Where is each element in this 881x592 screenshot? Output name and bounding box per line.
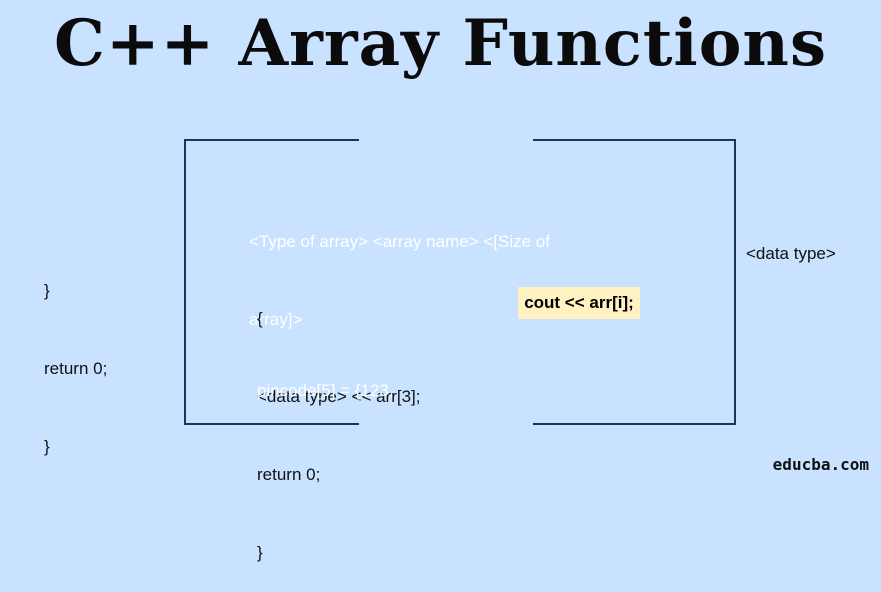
pincode-line: pincode[5] = {123, — [257, 381, 394, 400]
highlighted-code: cout << arr[i]; — [518, 287, 640, 319]
code-line: <data type> << arr[3]; — [257, 387, 421, 406]
code-line: } — [44, 281, 50, 300]
right-label: <data type> — [746, 244, 836, 263]
array-syntax: <Type of array> <array name> <[Size of a… — [249, 177, 550, 359]
frame-bottom-right — [533, 423, 736, 425]
left-code-snippet: } return 0; } — [44, 226, 107, 486]
frame-top-right — [533, 139, 736, 141]
page-title: C++ Array Functions — [54, 6, 827, 81]
frame-right-edge — [734, 139, 736, 425]
brand-watermark: educba.com — [772, 455, 869, 474]
code-line: return 0; — [44, 359, 108, 378]
frame-left-edge — [184, 139, 186, 425]
code-line: { — [257, 309, 263, 328]
syntax-line: <Type of array> <array name> <[Size of — [249, 232, 550, 251]
frame-top-left — [184, 139, 359, 141]
code-line: } — [257, 543, 263, 562]
code-line: } — [44, 437, 50, 456]
syntax-line: array]> — [249, 310, 303, 329]
code-line: return 0; — [257, 465, 321, 484]
box-code-body: { <data type> << arr[3]; return 0; } — [257, 254, 421, 592]
frame-bottom-left — [184, 423, 359, 425]
